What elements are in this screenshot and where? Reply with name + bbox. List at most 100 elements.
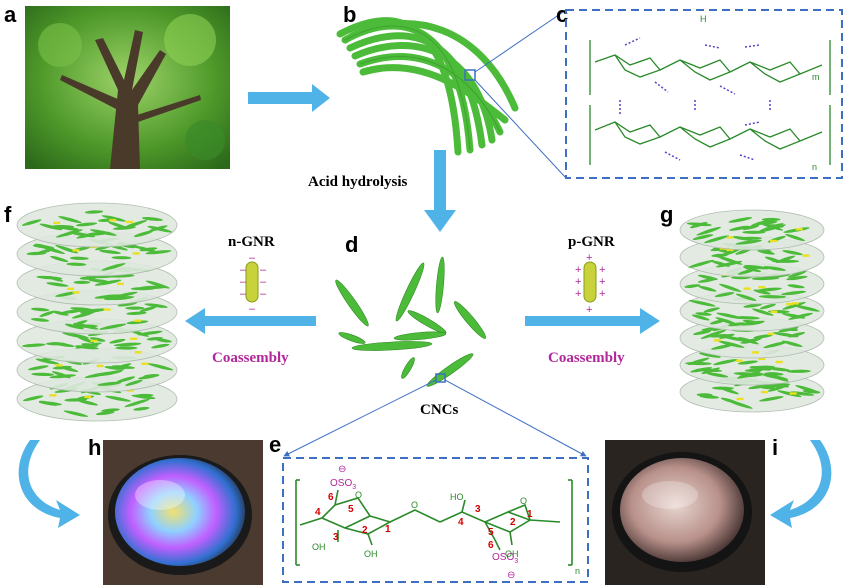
panel-label-e: e	[269, 432, 281, 457]
cnc-rod	[737, 268, 757, 275]
gnr-rod	[726, 236, 734, 239]
cnc-rod	[693, 330, 711, 336]
cnc-rod	[748, 384, 769, 390]
cnc-rod	[757, 249, 775, 255]
p-gnr-group: p-GNR +++ +++ ++	[568, 234, 615, 316]
cnc-rod	[39, 310, 55, 317]
cnc-rod	[73, 280, 91, 284]
cnc-rod	[695, 312, 712, 316]
cnc-rod	[787, 332, 806, 338]
cnc-rod	[88, 279, 111, 283]
cnc-rod	[700, 329, 727, 339]
arrow-g-to-i	[770, 440, 832, 528]
cnc-rod	[738, 373, 765, 378]
cnc-rod	[734, 316, 760, 320]
arrow-d-to-g	[525, 308, 660, 334]
gnr-rod	[802, 254, 810, 257]
cnc-rod	[70, 307, 94, 311]
cnc-rod	[125, 306, 145, 310]
cnc-rod	[775, 255, 796, 263]
svg-text:+: +	[586, 304, 592, 316]
gnr-rod	[103, 308, 111, 311]
cnc-rod	[718, 386, 739, 395]
cnc-rod	[111, 256, 132, 260]
cnc-rod	[133, 230, 154, 237]
panel-label-b: b	[343, 2, 356, 27]
arrow-b-to-d	[424, 150, 456, 232]
svg-text:–: –	[260, 288, 267, 300]
svg-text:⊖: ⊖	[507, 570, 515, 581]
cnc-rod	[110, 296, 135, 301]
cnc-rod	[781, 340, 803, 347]
cnc-rod	[802, 389, 821, 394]
cnc-rod	[692, 234, 714, 240]
gnr-rod	[53, 221, 61, 225]
arrow-d-to-f	[185, 308, 316, 334]
svg-text:+: +	[586, 252, 592, 264]
cnc-rod	[126, 311, 147, 315]
cnc-rod	[101, 408, 120, 412]
gnr-rod	[109, 218, 117, 222]
cnc-rod	[130, 286, 156, 291]
cnc-rod	[766, 224, 784, 228]
cnc-rod	[742, 230, 766, 234]
cnc-rod	[133, 406, 150, 411]
cnc-rod	[735, 239, 762, 245]
cnc-rod	[742, 319, 761, 325]
cnc-rod	[21, 343, 46, 348]
cnc-rod	[698, 352, 721, 358]
cnc-rod	[49, 374, 77, 379]
svg-text:5: 5	[488, 527, 494, 538]
cnc-rod	[743, 303, 763, 308]
cnc-rod	[753, 289, 771, 295]
cnc-rod	[735, 293, 757, 301]
cnc-rod	[782, 250, 803, 256]
cnc-rod	[145, 280, 170, 289]
svg-text:3: 3	[475, 504, 481, 515]
acid-hydrolysis-label: Acid hydrolysis	[308, 174, 407, 190]
svg-text:+: +	[575, 276, 581, 288]
cnc-rod	[50, 224, 75, 229]
cnc-rod	[777, 390, 802, 398]
cnc-rod	[99, 323, 127, 330]
oh-right: OH	[505, 549, 519, 559]
coassembly-right-label: Coassembly	[548, 350, 625, 366]
cnc-rod	[141, 217, 163, 221]
gnr-rod	[751, 351, 759, 354]
cnc-rod	[94, 294, 123, 299]
cnc-rod	[113, 342, 142, 347]
cnc-rod	[58, 365, 79, 372]
cnc-rod	[55, 229, 83, 238]
gnr-rod	[130, 337, 138, 340]
svg-text:3: 3	[333, 532, 339, 543]
cnc-rod	[109, 338, 126, 344]
cnc-rod	[113, 363, 132, 370]
panel-label-i: i	[772, 435, 778, 460]
svg-text:–: –	[240, 288, 247, 300]
cnc-rod	[71, 311, 95, 319]
cnc-rod	[95, 411, 115, 416]
o-ring2: O	[520, 496, 527, 506]
cnc-rod	[697, 278, 718, 283]
cnc-rod	[126, 320, 149, 325]
cnc-rod	[758, 220, 778, 225]
cnc-rod	[712, 247, 733, 254]
cnc-rod	[51, 310, 69, 316]
cnc-rod	[74, 345, 99, 350]
cnc-rod	[58, 216, 82, 224]
cnc-rod	[137, 374, 160, 380]
cnc-rod	[781, 290, 807, 296]
cnc-rod	[744, 368, 764, 372]
cnc-rod	[38, 401, 62, 406]
cnc-rod	[46, 342, 66, 346]
cnc-rod	[79, 276, 97, 280]
cnc-rod	[77, 336, 95, 344]
cnc-rod	[73, 322, 99, 330]
cnc-rod	[698, 285, 717, 292]
cnc-rod	[125, 379, 143, 386]
gnr-rod	[116, 282, 124, 286]
gnr-rod	[134, 351, 142, 354]
cellulose-box	[565, 9, 843, 179]
cnc-rod	[786, 369, 811, 373]
cnc-rod	[721, 335, 749, 342]
